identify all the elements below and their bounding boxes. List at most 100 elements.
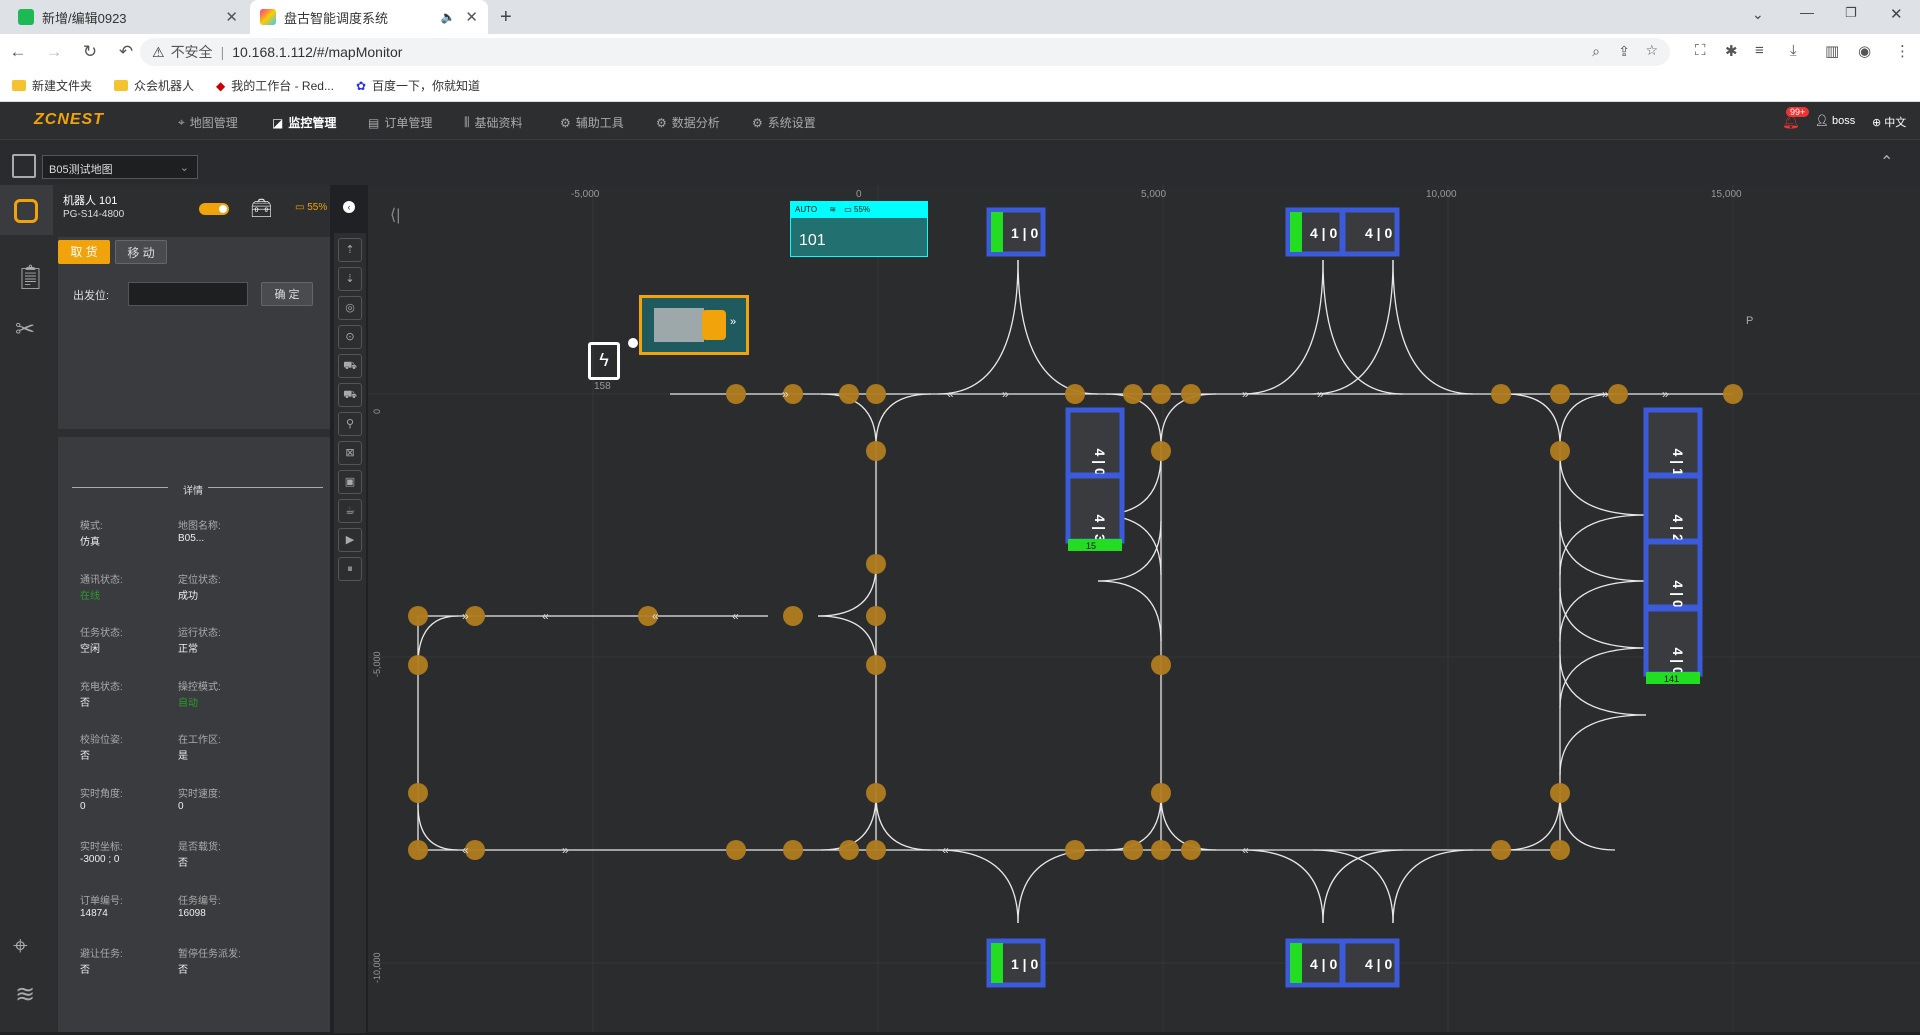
route-curve [1322,849,1404,924]
media-icon[interactable]: ≡ [1755,42,1764,59]
menu-monitor[interactable]: ◪监控管理 [272,115,337,131]
clipboard-icon[interactable]: 📋︎ [15,264,46,291]
tab-title: 盘古智能调度系统 [284,10,389,26]
route-arrow: » [562,843,569,857]
detail-value: 自动 [178,697,198,709]
baidu-icon: ✿ [355,78,367,93]
rail-item-robot[interactable] [0,185,53,235]
route-curve [1312,259,1394,395]
pin-icon[interactable]: ⚲ [338,412,362,436]
menu-basic-data[interactable]: ⫼基础资料 [464,115,523,130]
compass-icon[interactable]: ◎ [338,296,362,320]
close-icon[interactable]: ✕ [225,9,238,26]
profile-icon[interactable]: ◉ [1858,43,1872,60]
extensions-icon[interactable]: ✱ [1725,43,1738,60]
route-curve [1392,259,1474,395]
menu-settings[interactable]: ⚙系统设置 [752,115,816,131]
route-curve [1559,794,1616,851]
close-window-icon[interactable]: ✕ [1890,6,1903,23]
target-icon[interactable]: ⊙ [338,325,362,349]
rack-label: 4 | 1 [1670,449,1686,476]
new-tab-icon[interactable]: + [500,6,512,28]
language-switch[interactable]: ⊕ 中文 [1872,117,1907,129]
star-icon[interactable]: ☆ [1645,42,1658,58]
rack-label: 4 | 0 [1365,225,1392,241]
bookmark-item[interactable]: 新建文件夹 [12,77,92,94]
speaker-icon[interactable]: 🔈 [440,10,456,24]
layers-icon[interactable]: ≋ [15,981,36,1008]
wrench-icon[interactable]: ✂ [15,316,36,343]
auto-toggle[interactable] [199,203,229,215]
menu-analysis[interactable]: ⚙数据分析 [656,115,720,131]
chevron-down-icon[interactable]: ⌄ [1752,6,1764,22]
bookmark-item[interactable]: ◆我的工作台 - Red... [216,78,334,94]
sidepanel-icon[interactable]: ▥ [1825,43,1840,60]
crop-icon[interactable]: ⛶ [1695,42,1706,59]
url-text: 10.168.1.112/#/mapMonitor [232,44,403,60]
zoom-icon[interactable]: ⌕ [1592,43,1600,59]
share-icon[interactable]: ⇪ [1618,43,1630,59]
detail-value: 14874 [80,907,108,919]
browser-tab[interactable]: 新增/编辑0923 ✕ [8,0,248,34]
bookmark-item[interactable]: 众会机器人 [114,77,194,94]
bookmark-item[interactable]: ✿百度一下，你就知道 [355,78,481,94]
back-icon[interactable]: ← [9,42,27,61]
route-curve [1559,647,1647,709]
reload-icon[interactable]: ↻ [82,42,98,61]
detail-value: 是 [178,751,188,762]
detail-value: 空闲 [80,644,100,655]
robot-panel: 机器人 101 PG-S14-4800 🧰︎ ▭ 55% ‹ 取 货 移 动 出… [53,185,355,1032]
tab-move[interactable]: 移 动 [115,240,167,264]
crosshair-icon[interactable]: ⌖ [13,930,28,960]
download-icon[interactable]: ⇣ [338,267,362,291]
user-menu[interactable]: 👤︎ boss [1815,115,1856,127]
address-bar[interactable]: ⚠ 不安全 | 10.168.1.112/#/mapMonitor ⌕ ⇪ ☆ [140,38,1670,66]
clear-icon[interactable]: ⊠ [338,441,362,465]
detail-label: 实时坐标: [80,842,123,853]
confirm-button[interactable]: 确 定 [261,282,313,306]
rack-label: 1 | 0 [1011,956,1038,972]
detail-value: 否 [80,965,90,976]
gear-icon: ⚙ [656,115,667,130]
start-position-input[interactable] [128,282,248,306]
close-panel-icon[interactable]: ‹ [343,201,355,213]
layout-icon[interactable] [12,154,36,178]
vehicle-icon[interactable]: ⛟ [338,383,362,407]
forward-icon[interactable]: → [45,42,63,61]
play-icon[interactable]: ▶ [338,528,362,552]
tab-pick[interactable]: 取 货 [58,240,110,264]
minimize-icon[interactable]: — [1800,4,1814,20]
route-curve [1559,393,1616,446]
cup-icon[interactable]: ☕︎ [338,499,362,523]
menu-tools[interactable]: ⚙辅助工具 [560,115,624,131]
route-node [839,384,859,404]
rack-label: 4 | 3 [1092,515,1108,542]
menu-orders[interactable]: ▤订单管理 [368,115,433,131]
cargo-icon[interactable]: ▣ [338,470,362,494]
robot-popup[interactable]: AUTO ≋ ▭ 55% 101 [790,201,928,257]
more-icon[interactable]: ⋮ [1895,43,1910,60]
collapse-left-icon[interactable]: ⟨| [390,207,401,224]
restore-icon[interactable]: ❐ [1845,5,1857,20]
briefcase-icon[interactable]: 🧰︎ [250,198,273,218]
menu-map-manage[interactable]: ⌖地图管理 [178,115,238,130]
rack [1340,207,1400,257]
route-curve [1097,580,1162,642]
collapse-icon[interactable]: ⌃ [1880,154,1894,171]
forklift-icon[interactable]: ⛟ [338,354,362,378]
browser-tab-active[interactable]: 盘古智能调度系统 🔈 ✕ [250,0,488,34]
pause-icon[interactable]: ⏸︎ [338,557,362,581]
upload-icon[interactable]: ⇡ [338,238,362,262]
bell-icon[interactable]: 🔔︎ [1782,113,1800,129]
close-icon[interactable]: ✕ [465,9,478,26]
robot-marker[interactable]: » [639,295,749,355]
route-curve [1559,454,1647,516]
undo-icon[interactable]: ↶ [118,42,134,61]
download-icon[interactable]: ⤓ [1790,42,1797,59]
charger-icon[interactable]: ϟ [588,342,620,380]
robot-model: PG-S14-4800 [63,209,125,220]
map-select[interactable]: B05测试地图⌄ [42,155,198,179]
